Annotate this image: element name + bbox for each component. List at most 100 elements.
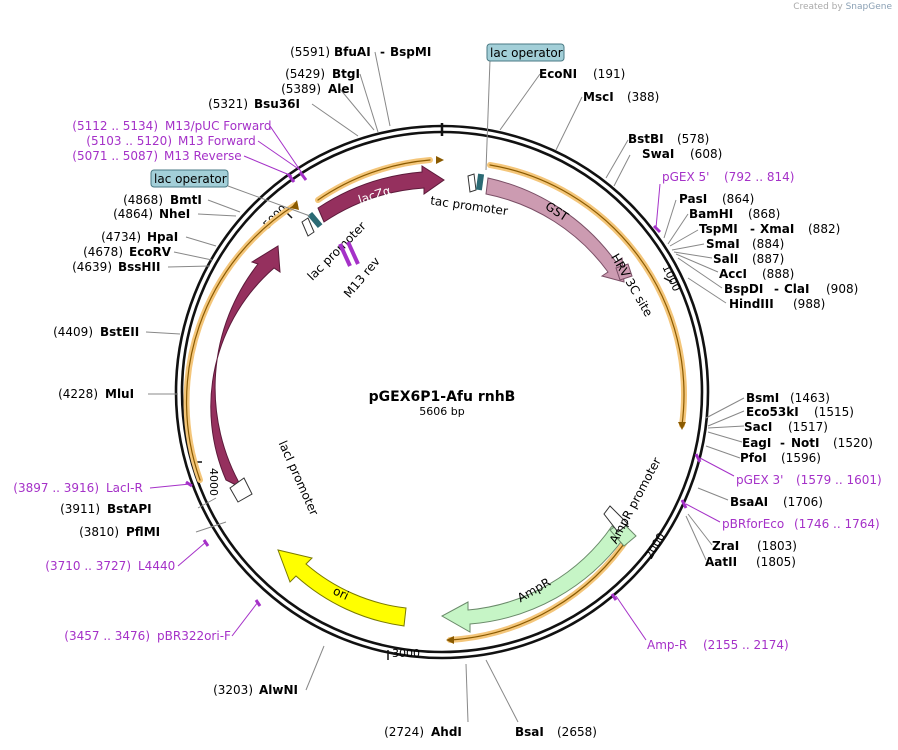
svg-text:Eco53kI: Eco53kI	[746, 405, 799, 419]
svg-text:NheI: NheI	[159, 207, 190, 221]
svg-text:(191): (191)	[593, 67, 625, 81]
svg-text:(4868): (4868)	[123, 193, 163, 207]
enzyme-bsteii: (4409)BstEII	[53, 325, 139, 339]
svg-text:SwaI: SwaI	[642, 147, 674, 161]
svg-text:(3911): (3911)	[60, 502, 100, 516]
svg-text:HindIII: HindIII	[729, 297, 774, 311]
tac-promoter-arrow	[467, 173, 477, 193]
lac-operator-top-text: lac operator	[490, 46, 563, 60]
svg-text:(792 .. 814): (792 .. 814)	[724, 170, 794, 184]
primer-m13-forward: (5103 .. 5120)M13 Forward	[86, 134, 255, 148]
tick-3000: 3000	[392, 647, 420, 660]
enzyme-pfoi: PfoI(1596)	[740, 451, 821, 465]
enzyme-bsaai: BsaAI(1706)	[730, 495, 823, 509]
svg-text:SalI: SalI	[713, 252, 738, 266]
svg-text:(5389): (5389)	[281, 82, 321, 96]
hrv-site	[615, 263, 633, 281]
lac-promoter-arrow	[301, 217, 315, 237]
svg-text:Bsu36I: Bsu36I	[254, 97, 300, 111]
orf-arrowheads	[291, 156, 686, 644]
enzyme-leaders	[145, 51, 745, 723]
enzyme-bspdi: BspDI-ClaI(908)	[724, 282, 858, 296]
svg-text:AleI: AleI	[328, 82, 354, 96]
svg-text:LacI-R: LacI-R	[106, 481, 143, 495]
lac-operator-top-box	[475, 173, 485, 191]
tick-2000: 2000	[643, 531, 668, 562]
svg-text:MluI: MluI	[105, 387, 134, 401]
svg-text:HpaI: HpaI	[147, 230, 178, 244]
svg-text:(1706): (1706)	[783, 495, 823, 509]
svg-text:(1520): (1520)	[833, 436, 873, 450]
enzyme-acci: AccI(888)	[719, 267, 794, 281]
gst-arrow	[485, 177, 625, 283]
lac-operator-left-tag	[150, 169, 229, 188]
svg-text:(884): (884)	[752, 237, 784, 251]
svg-text:(2724): (2724)	[384, 725, 424, 739]
enzyme-saci: SacI(1517)	[744, 420, 828, 434]
enzyme-hpai: (4734) HpaI	[101, 230, 178, 244]
svg-text:(578): (578)	[677, 132, 709, 146]
svg-text:M13/pUC Forward: M13/pUC Forward	[165, 119, 272, 133]
enzyme-bfuai: (5591)BfuAI-BspMI	[290, 45, 431, 59]
enzyme-bstapi: (3911) BstAPI	[60, 502, 151, 516]
enzyme-mlui: (4228) MluI	[58, 387, 134, 401]
svg-text:-: -	[774, 282, 779, 296]
enzyme-econi: EcoNI(191)	[539, 67, 625, 81]
svg-text:(1805): (1805)	[756, 555, 796, 569]
tick-1000: 1000	[660, 263, 684, 294]
svg-text:(4864): (4864)	[113, 207, 153, 221]
laci-label: lacI	[220, 342, 237, 365]
enzyme-eagi: EagI-NotI(1520)	[742, 436, 873, 450]
svg-text:MscI: MscI	[583, 90, 614, 104]
svg-text:(2155 .. 2174): (2155 .. 2174)	[703, 638, 789, 652]
laci-arrow	[210, 245, 281, 490]
enzyme-pflmi: (3810)PflMI	[79, 525, 160, 539]
enzyme-bamhi: BamHI(868)	[689, 207, 780, 221]
hrv-label: HRV 3C site	[608, 251, 655, 319]
svg-text:-: -	[750, 222, 755, 236]
svg-text:(608): (608)	[690, 147, 722, 161]
primer-marks	[185, 171, 702, 607]
svg-text:NotI: NotI	[791, 436, 820, 450]
svg-text:BstEII: BstEII	[100, 325, 139, 339]
snapgene-logo: SnapGene	[845, 2, 892, 12]
lacz-arrow	[317, 165, 445, 223]
enzyme-bstbi: BstBI(578)	[628, 132, 709, 146]
snapgene-watermark: Created by SnapGene	[793, 2, 892, 12]
laci-promoter-arrow	[229, 477, 253, 503]
enzyme-eco53ki: Eco53kI(1515)	[746, 405, 854, 419]
svg-text:BstAPI: BstAPI	[107, 502, 152, 516]
ori-arrow	[277, 549, 407, 627]
svg-text:(5112 .. 5134): (5112 .. 5134)	[72, 119, 158, 133]
svg-text:(3897 .. 3916): (3897 .. 3916)	[13, 481, 99, 495]
enzyme-alei: (5389) AleI	[281, 82, 354, 96]
lac-operator-top-tag	[486, 43, 565, 62]
backbone	[174, 123, 710, 660]
svg-text:BspDI: BspDI	[724, 282, 763, 296]
enzyme-bsai: BsaI (2658)	[515, 725, 597, 739]
svg-text:(5429): (5429)	[285, 67, 325, 81]
svg-text:(908): (908)	[826, 282, 858, 296]
enzyme-nhei: (4864) NheI	[113, 207, 190, 221]
primer-leaders	[149, 125, 735, 641]
svg-text:(4734): (4734)	[101, 230, 141, 244]
enzyme-tspmi: TspMI-XmaI(882)	[699, 222, 840, 236]
svg-text:(4678): (4678)	[83, 245, 123, 259]
svg-text:BspMI: BspMI	[390, 45, 431, 59]
svg-text:(864): (864)	[722, 192, 754, 206]
svg-text:(5591): (5591)	[290, 45, 330, 59]
orf-arc-laci	[183, 202, 298, 483]
ori-label: ori	[331, 584, 351, 603]
orf-arc-lacz-line	[317, 159, 431, 201]
svg-text:(2658): (2658)	[557, 725, 597, 739]
svg-text:(3810): (3810)	[79, 525, 119, 539]
svg-text:AatII: AatII	[705, 555, 737, 569]
svg-text:BsaI: BsaI	[515, 725, 544, 739]
svg-text:(1517): (1517)	[788, 420, 828, 434]
svg-text:(5071 .. 5087): (5071 .. 5087)	[72, 149, 158, 163]
laci-promoter-label: lacI promoter	[276, 439, 321, 518]
svg-text:(4228): (4228)	[58, 387, 98, 401]
svg-text:SmaI: SmaI	[706, 237, 740, 251]
enzyme-zrai: ZraI(1803)	[712, 539, 797, 553]
primer-laci-r: (3897 .. 3916) LacI-R	[13, 481, 143, 495]
